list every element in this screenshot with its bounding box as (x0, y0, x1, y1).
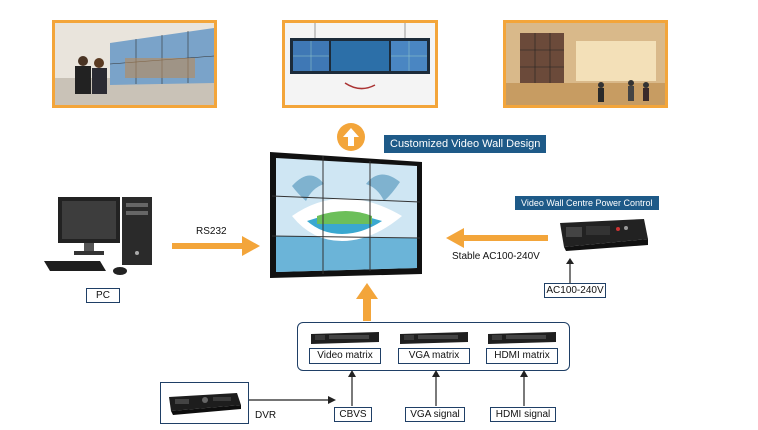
power-control-banner: Video Wall Centre Power Control (515, 196, 659, 210)
hdmi-matrix-label: HDMI matrix (486, 348, 558, 364)
photo-mall-video-wall (503, 20, 668, 108)
photo-control-room-wall (282, 20, 438, 108)
right-arrow-icon (172, 236, 260, 256)
vga-matrix-device-icon (400, 332, 468, 344)
hdmi-signal-label: HDMI signal (490, 407, 556, 422)
dvr-box (160, 382, 249, 424)
vga-matrix-label: VGA matrix (398, 348, 470, 364)
matrix-up-arrow-icon (356, 283, 378, 321)
left-arrow-icon (446, 228, 548, 248)
dvr-icon (169, 393, 241, 415)
stable-voltage-label: Stable AC100-240V (452, 251, 540, 262)
video-wall-icon (270, 152, 422, 278)
power-controller-icon (560, 219, 648, 251)
hdmi-matrix-device-icon (488, 332, 556, 344)
ac-input-label: AC100-240V (544, 283, 606, 298)
vga-signal-label: VGA signal (405, 407, 465, 422)
rs232-label: RS232 (196, 226, 227, 237)
video-matrix-label: Video matrix (309, 348, 381, 364)
cbvs-signal-label: CBVS (334, 407, 372, 422)
dvr-label: DVR (255, 410, 277, 421)
up-arrow-icon (337, 123, 365, 151)
signal-arrows (240, 370, 528, 406)
matrix-group (297, 322, 570, 371)
pc-label: PC (86, 288, 120, 303)
video-wall-design-banner: Customized Video Wall Design (384, 135, 547, 153)
ac-up-arrow (566, 258, 574, 284)
pc-icon (44, 197, 152, 275)
video-matrix-device-icon (311, 332, 379, 344)
photo-office-video-wall (52, 20, 217, 108)
